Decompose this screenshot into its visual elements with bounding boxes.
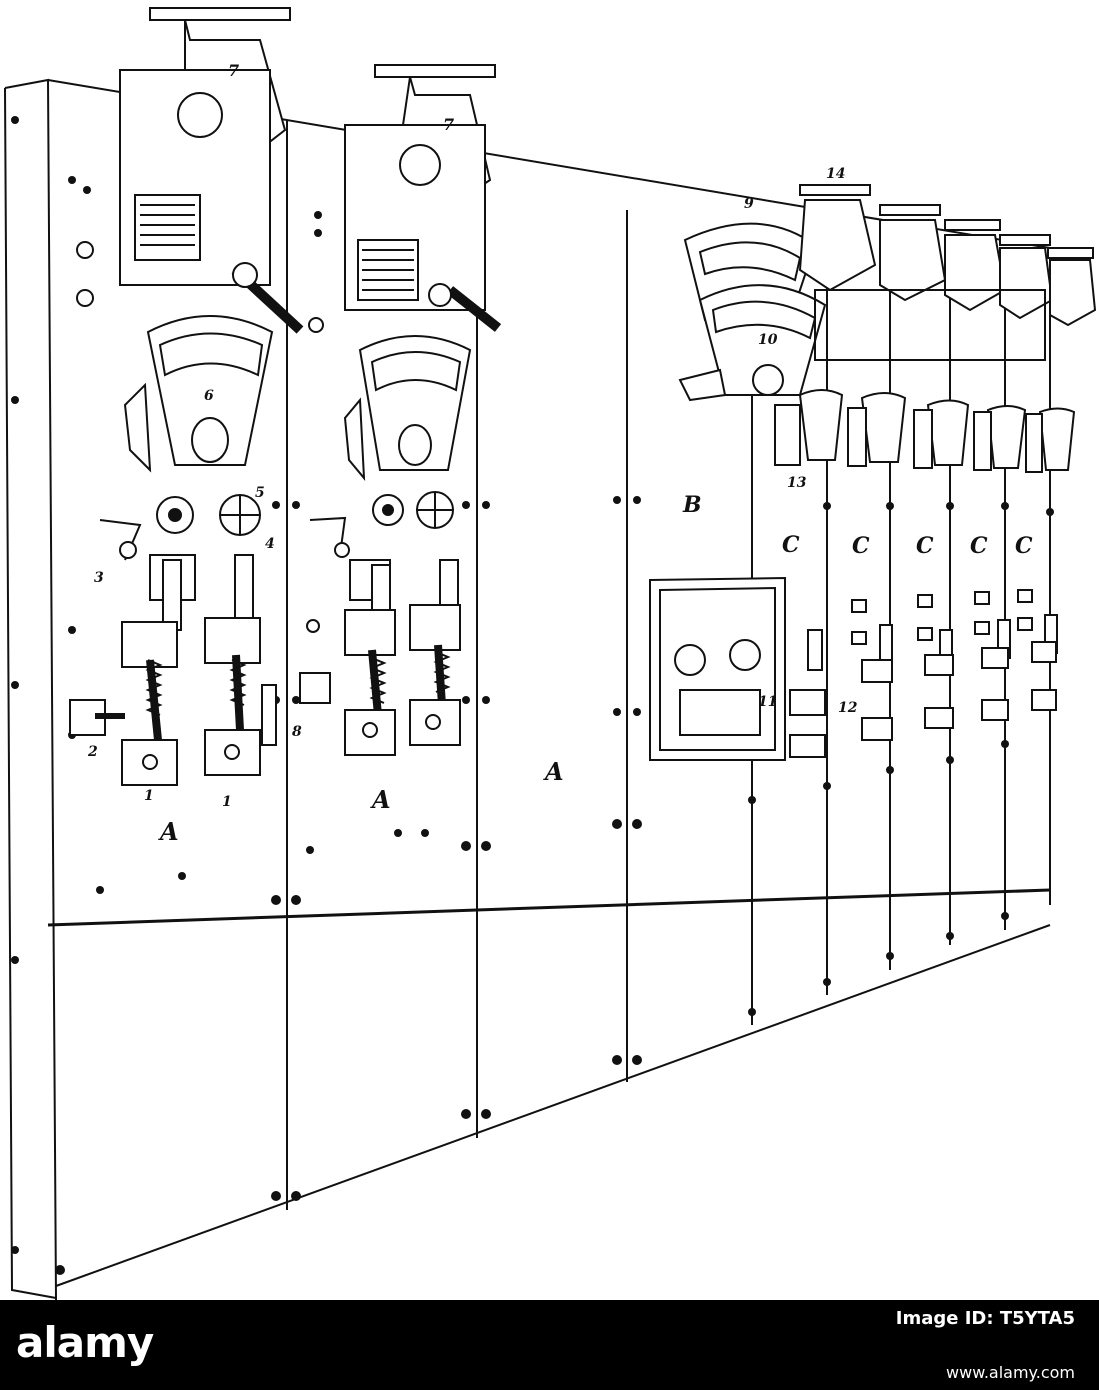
callout: 10 [758, 332, 778, 348]
panel-letter: C [970, 533, 988, 559]
callout: 4 [265, 536, 275, 552]
mounting-holes [76, 241, 324, 633]
feeder-switches [789, 589, 1058, 758]
panel-letter: A [543, 757, 564, 786]
ammeter-left [123, 315, 274, 473]
panel-letter: A [370, 785, 391, 814]
callout: 1 [222, 794, 232, 810]
screws [11, 116, 1054, 1275]
circuit-breaker-middle [344, 64, 502, 332]
knife-switches [69, 554, 461, 786]
callout: 2 [87, 744, 98, 760]
panel-letter: A [158, 817, 179, 846]
feeder-meters [774, 389, 1076, 473]
ammeter-middle [343, 335, 472, 481]
springs [145, 651, 451, 716]
board-bottom-edge [55, 924, 1051, 1287]
callout: 6 [204, 388, 214, 404]
panel-letter: C [916, 533, 934, 559]
recording-wattmeter [649, 576, 786, 761]
panel-letter: C [1015, 533, 1033, 559]
callout: 3 [94, 570, 104, 586]
callout: 14 [826, 166, 845, 182]
alamy-logo: alamy [16, 1318, 154, 1367]
callout: 8 [292, 724, 302, 740]
panel-letter: C [852, 533, 870, 559]
image-credit: Image ID: T5YTA5 [896, 1306, 1075, 1331]
panel-letter: B [682, 492, 702, 518]
engraving-svg: A A A B C C C C C 1 1 2 3 4 5 6 7 7 8 9 … [4, 7, 1097, 1301]
callout: 9 [744, 196, 754, 212]
switchboard-panels [4, 78, 1051, 1301]
board-side-edge [4, 78, 57, 1301]
feeder-breakers [798, 184, 1097, 361]
callout: 7 [228, 61, 239, 80]
panel-division-line [47, 888, 1051, 927]
callout: 5 [255, 485, 265, 501]
callout: 11 [758, 694, 777, 710]
image-id: Image ID: T5YTA5 [895, 1308, 1075, 1329]
circuit-breaker-left [119, 7, 304, 334]
callout: 1 [144, 788, 154, 804]
panel-letter: C [782, 532, 800, 558]
watermark-footer: alamy Image ID: T5YTA5 www.alamy.com [0, 1300, 1099, 1390]
handwheels [99, 491, 454, 561]
board-front-edge [4, 87, 57, 1299]
station-meters [678, 222, 827, 402]
callout: 7 [443, 115, 454, 134]
callout: 13 [787, 475, 807, 491]
callout: 12 [838, 700, 858, 716]
watermark-url: www.alamy.com [946, 1363, 1075, 1382]
